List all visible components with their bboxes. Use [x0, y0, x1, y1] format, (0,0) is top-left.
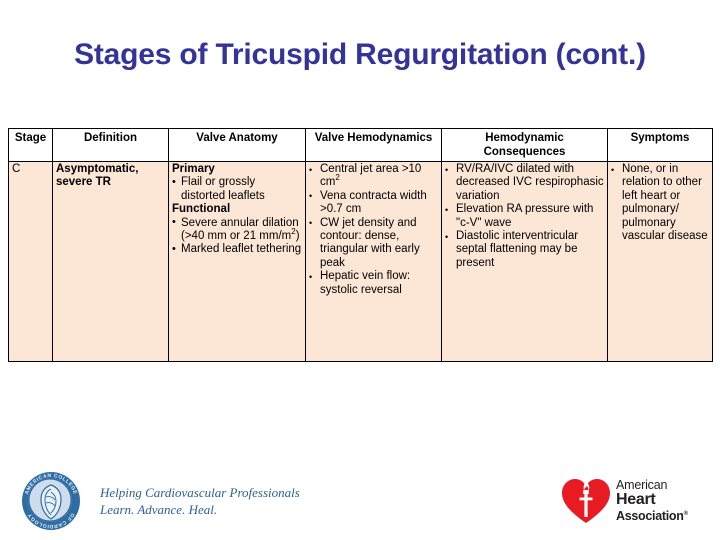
acc-tagline: Helping Cardiovascular Professionals Lea… — [100, 484, 300, 518]
list-item: Hepatic vein flow: systolic reversal — [309, 270, 438, 297]
valve-anatomy-primary-list: Flail or grossly distorted leaflets — [172, 176, 302, 203]
acc-seal-icon: AMERICAN COLLEGE OF CARDIOLOGY — [22, 472, 80, 530]
valve-anatomy-group-functional-label: Functional — [172, 203, 231, 216]
symptoms-list: None, or in relation to other left heart… — [611, 163, 709, 243]
list-item: RV/RA/IVC dilated with decreased IVC res… — [445, 163, 604, 203]
acc-tagline-line2: Learn. Advance. Heal. — [100, 502, 218, 517]
acc-crest-icon — [40, 484, 62, 520]
cell-symptoms: None, or in relation to other left heart… — [607, 161, 713, 362]
column-header-hemodynamic-consequences: Hemodynamic Consequences — [441, 128, 608, 162]
cell-valve-hemodynamics: Central jet area >10 cm2 Vena contracta … — [305, 161, 442, 362]
list-item: Diastolic interventricular septal flatte… — [445, 230, 604, 270]
aha-heart-torch-icon — [562, 479, 610, 523]
cell-definition: Asymptomatic, severe TR — [52, 161, 169, 362]
valve-anatomy-functional-list: Severe annular dilation (>40 mm or 21 mm… — [172, 216, 302, 257]
column-header-definition: Definition — [52, 128, 169, 162]
page-title: Stages of Tricuspid Regurgitation (cont.… — [74, 38, 646, 71]
valve-anatomy-group-primary-label: Primary — [172, 163, 215, 175]
acc-tagline-line1: Helping Cardiovascular Professionals — [100, 485, 300, 500]
table-row: C Asymptomatic, severe TR Primary Flail … — [8, 161, 713, 362]
list-item-tail: ) — [295, 230, 300, 243]
cell-valve-anatomy: Primary Flail or grossly distorted leafl… — [168, 161, 306, 362]
acc-seal-ring-text: AMERICAN COLLEGE OF CARDIOLOGY — [24, 473, 78, 529]
column-header-stage: Stage — [8, 128, 53, 162]
list-item: Central jet area >10 cm2 — [309, 163, 438, 190]
list-item: Severe annular dilation (>40 mm or 21 mm… — [172, 216, 302, 244]
list-item: Vena contracta width >0.7 cm — [309, 190, 438, 217]
list-item: Elevation RA pressure with "c-V" wave — [445, 203, 604, 230]
cell-stage: C — [8, 161, 53, 362]
acc-logo: AMERICAN COLLEGE OF CARDIOLOGY Helping C… — [22, 470, 312, 534]
table-header-row: Stage Definition Valve Anatomy Valve Hem… — [8, 128, 713, 162]
list-item: Flail or grossly distorted leaflets — [172, 176, 302, 203]
acc-ring-text-bottom: OF CARDIOLOGY — [27, 512, 76, 529]
list-item-text: Severe annular dilation (>40 mm or 21 mm… — [181, 216, 299, 243]
list-item: Marked leaflet tethering — [172, 243, 302, 257]
aha-line-heart: Heart — [616, 490, 656, 508]
list-item: None, or in relation to other left heart… — [611, 163, 709, 243]
valve-hemodynamics-list: Central jet area >10 cm2 Vena contracta … — [309, 163, 438, 297]
aha-wordmark: American Heart Association® — [616, 478, 688, 524]
stages-of-tricuspid-regurgitation-table: Stage Definition Valve Anatomy Valve Hem… — [8, 128, 713, 362]
aha-association-text: Association — [616, 509, 684, 524]
column-header-valve-hemodynamics: Valve Hemodynamics — [305, 128, 442, 162]
cell-hemodynamic-consequences: RV/RA/IVC dilated with decreased IVC res… — [441, 161, 608, 362]
acc-ring-text-top: AMERICAN COLLEGE — [24, 473, 78, 496]
aha-line-american: American — [616, 478, 668, 492]
hemodynamic-consequences-list: RV/RA/IVC dilated with decreased IVC res… — [445, 163, 604, 270]
superscript: 2 — [335, 173, 340, 183]
aha-line-association: Association® — [616, 507, 688, 524]
definition-text: Asymptomatic, severe TR — [56, 163, 139, 189]
column-header-symptoms: Symptoms — [607, 128, 713, 162]
aha-logo: American Heart Association® — [560, 472, 710, 532]
list-item: CW jet density and contour: dense, trian… — [309, 217, 438, 271]
superscript: 2 — [291, 227, 296, 237]
column-header-valve-anatomy: Valve Anatomy — [168, 128, 306, 162]
registered-trademark-icon: ® — [683, 511, 688, 517]
list-item-text: Central jet area >10 cm — [320, 163, 422, 189]
